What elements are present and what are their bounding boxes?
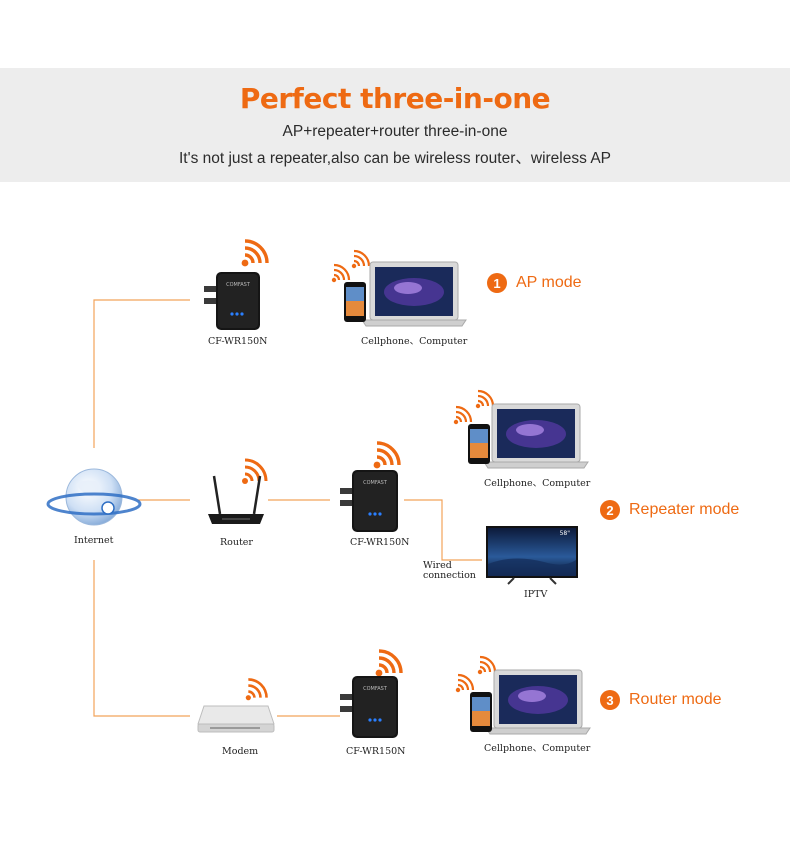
- mode-ap: 1 AP mode: [487, 273, 582, 293]
- wifi-signal-icon: [331, 263, 351, 283]
- router-device: [208, 475, 264, 524]
- mode-label: Router mode: [629, 691, 722, 708]
- brand-logo: COMFAST: [363, 686, 388, 692]
- device-label-router: CF-WR150N: [346, 746, 406, 757]
- wireless-router-device: COMFAST: [340, 676, 398, 738]
- clients-label-ap: Cellphone、Computer: [361, 336, 468, 347]
- wired-label: Wired: [423, 560, 452, 571]
- modem-label: Modem: [222, 746, 259, 757]
- brand-logo: COMFAST: [226, 282, 251, 288]
- page-description: It's not just a repeater,also can be wir…: [179, 150, 611, 167]
- tv-size-label: 58": [560, 530, 571, 537]
- mode-label: AP mode: [516, 274, 582, 291]
- mode-router: 3 Router mode: [600, 690, 722, 710]
- wifi-signal-icon: [351, 249, 371, 269]
- clients-label-repeater: Cellphone、Computer: [484, 478, 591, 489]
- wireless-repeater-device: COMFAST: [340, 470, 398, 532]
- phone-and-laptop: [331, 249, 467, 327]
- wifi-signal-icon: [477, 655, 497, 675]
- mode-number-badge: 3: [600, 690, 620, 710]
- router-label: Router: [220, 537, 253, 548]
- mode-label: Repeater mode: [629, 501, 740, 518]
- wifi-signal-icon: [455, 673, 475, 693]
- iptv-label: IPTV: [524, 589, 548, 600]
- wifi-signal-icon: [373, 441, 401, 469]
- wifi-signal-icon: [475, 389, 495, 409]
- modem-device: [197, 705, 275, 733]
- internet-label: Internet: [74, 535, 114, 546]
- page-subtitle: AP+repeater+router three-in-one: [282, 123, 508, 140]
- wifi-signal-icon: [245, 678, 268, 701]
- phone-and-laptop: [455, 655, 591, 735]
- wifi-signal-icon: [375, 649, 403, 677]
- phone-and-laptop: [453, 389, 589, 469]
- wireless-repeater-device: COMFAST: [204, 272, 260, 330]
- page-title: Perfect three-in-one: [239, 82, 551, 115]
- wifi-signal-icon: [241, 239, 269, 267]
- mode-number-badge: 1: [487, 273, 507, 293]
- header-banner: [0, 68, 790, 182]
- device-label-ap: CF-WR150N: [208, 336, 268, 347]
- line-internet-to-modem: [93, 560, 190, 717]
- mode-repeater: 2 Repeater mode: [600, 500, 739, 520]
- clients-label-router: Cellphone、Computer: [484, 743, 591, 754]
- device-label-repeater: CF-WR150N: [350, 537, 410, 548]
- wired-connection-label: connection: [423, 570, 476, 581]
- line-repeater-to-iptv: [404, 499, 482, 561]
- mode-number-badge: 2: [600, 500, 620, 520]
- brand-logo: COMFAST: [363, 480, 388, 486]
- iptv-television: 58": [486, 526, 578, 585]
- line-internet-to-ap: [93, 299, 190, 448]
- wifi-signal-icon: [453, 405, 473, 425]
- internet-globe-icon: [46, 468, 142, 526]
